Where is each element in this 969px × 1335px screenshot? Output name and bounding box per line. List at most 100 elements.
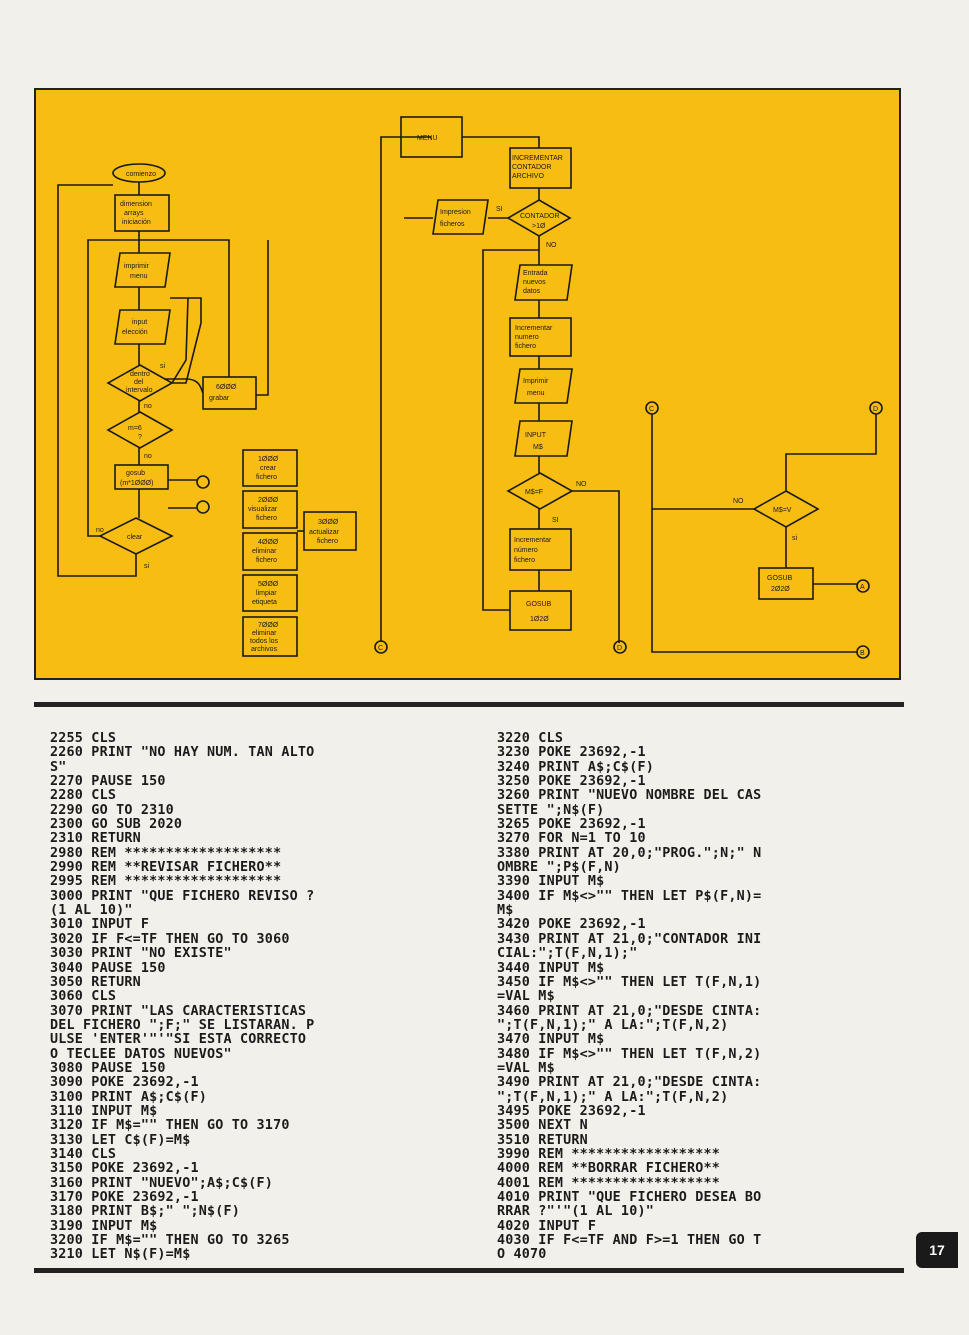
code-line: 3495 POKE 23692,-1 [497, 1103, 646, 1119]
limpiar-l1: 5ØØØ [258, 581, 279, 588]
input-l2: elección [122, 329, 148, 336]
code-line: 3090 POKE 23692,-1 [50, 1075, 199, 1091]
connector-a: A [860, 584, 865, 591]
connector-c-1: C [378, 645, 383, 652]
impresion-l2: ficheros [440, 221, 465, 228]
top-rule [34, 702, 904, 707]
code-line: 3440 INPUT M$ [497, 960, 605, 976]
no-label-1: no [144, 403, 152, 410]
contador-l1: CONTADOR [520, 213, 560, 220]
dentro-l2: del [134, 379, 144, 386]
no-caps-2: NO [576, 481, 587, 488]
code-line: 3510 RETURN [497, 1132, 588, 1148]
dimension-l2: arrays [124, 210, 144, 217]
imprimir2-l2: menu [527, 390, 545, 397]
limpiar-l3: etiqueta [252, 599, 277, 606]
eliminar-l2: eliminar [252, 548, 277, 555]
incr-fichero-l3: fichero [515, 343, 536, 350]
code-line: =VAL M$ [497, 989, 555, 1005]
dimension-l1: dimension [120, 201, 152, 208]
input-m-l1: INPUT [525, 432, 547, 439]
connector-d-1: D [617, 645, 622, 652]
code-line: 3200 IF M$="" THEN GO TO 3265 [50, 1233, 290, 1249]
contador-l2: >1Ø [532, 223, 546, 230]
code-line: DEL FICHERO ";F;" SE LISTARAN. P [50, 1017, 315, 1033]
si-caps-1: SI [496, 206, 503, 213]
code-line: 3070 PRINT "LAS CARACTERISTICAS [50, 1003, 307, 1019]
no-label-3: no [96, 527, 104, 534]
code-line: 3210 LET N$(F)=M$ [50, 1247, 191, 1263]
m6-l2: ? [138, 434, 142, 441]
code-line: 3500 NEXT N [497, 1118, 588, 1134]
code-line: 3150 POKE 23692,-1 [50, 1161, 199, 1177]
code-line: 3260 PRINT "NUEVO NOMBRE DEL CAS [497, 788, 762, 804]
incr-fichero2-l3: fichero [514, 557, 535, 564]
code-line: O TECLEE DATOS NUEVOS" [50, 1046, 232, 1062]
gosub-l1: gosub [126, 470, 145, 477]
entrada-l2: nuevos [523, 279, 546, 286]
connector-c-2: C [649, 406, 654, 413]
impresion-l1: Impresion [440, 209, 471, 216]
code-line: 2280 CLS [50, 788, 117, 804]
code-line: 3470 INPUT M$ [497, 1032, 605, 1048]
imprimir2-l1: Imprimir [523, 378, 549, 385]
code-line: 3160 PRINT "NUEVO";A$;C$(F) [50, 1175, 274, 1191]
code-line: 3180 PRINT B$;" ";N$(F) [50, 1204, 241, 1220]
msv-label: M$=V [773, 507, 792, 514]
imprimir-l2: menu [130, 273, 148, 280]
code-line: 3420 POKE 23692,-1 [497, 917, 646, 933]
code-line: 3990 REM ****************** [497, 1146, 721, 1162]
code-line: 3100 PRINT A$;C$(F) [50, 1089, 207, 1105]
incr-fichero-l1: Incrementar [515, 325, 553, 332]
actualizar-l1: 3ØØØ [318, 519, 339, 526]
flowchart: comienzo dimension arrays iniciación imp… [57, 116, 883, 659]
visualizar-l2: visualizar [248, 506, 278, 513]
dentro-l1: dentro [130, 371, 150, 378]
crear-l1: 1ØØØ [258, 456, 279, 463]
dentro-l3: intervalo [126, 387, 153, 394]
code-line: 3170 POKE 23692,-1 [50, 1190, 199, 1205]
code-line: 3270 FOR N=1 TO 10 [497, 831, 646, 847]
page-number: 17 [916, 1232, 958, 1268]
code-line: 3080 PAUSE 150 [50, 1060, 166, 1076]
visualizar-l3: fichero [256, 515, 277, 522]
code-line: CIAL:";T(F,N,1);" [497, 946, 638, 962]
imprimir-l1: imprimir [124, 263, 150, 270]
todos-l1: 7ØØØ [258, 622, 279, 629]
code-line: OMBRE ";P$(F,N) [497, 860, 621, 876]
code-line: 3250 POKE 23692,-1 [497, 774, 646, 790]
code-line: 3390 INPUT M$ [497, 874, 605, 890]
code-line: 3460 PRINT AT 21,0;"DESDE CINTA: [497, 1003, 762, 1019]
code-line: O 4070 [497, 1247, 547, 1263]
code-line: 2990 REM **REVISAR FICHERO** [50, 860, 282, 876]
code-line: ULSE 'ENTER'"'"SI ESTA CORRECTO [50, 1032, 307, 1048]
code-line: 3140 CLS [50, 1146, 117, 1162]
code-line: 4000 REM **BORRAR FICHERO** [497, 1161, 721, 1177]
code-line: 2260 PRINT "NO HAY NUM. TAN ALTO [50, 745, 315, 761]
code-line: 3050 RETURN [50, 974, 141, 990]
code-line: 3400 IF M$<>"" THEN LET P$(F,N)= [497, 888, 762, 904]
entrada-l1: Entrada [523, 270, 548, 277]
code-line: 3010 INPUT F [50, 917, 150, 933]
gosub2020-l2: 2Ø2Ø [771, 586, 790, 593]
connector-d-2: D [873, 406, 878, 413]
gosub1020-l1: GOSUB [526, 601, 552, 608]
code-line: 4030 IF F<=TF AND F>=1 THEN GO T [497, 1233, 762, 1249]
code-line: 3000 PRINT "QUE FICHERO REVISO ? [50, 888, 315, 904]
code-line: 2995 REM ******************* [50, 874, 282, 890]
code-line: 3020 IF F<=TF THEN GO TO 3060 [50, 931, 290, 947]
m6-l1: m=6 [128, 425, 142, 432]
code-line: 2300 GO SUB 2020 [50, 817, 183, 833]
flowchart-panel: comienzo dimension arrays iniciación imp… [34, 88, 901, 680]
grabar-l2: grabar [209, 395, 230, 402]
code-line: 4020 INPUT F [497, 1218, 597, 1234]
crear-l2: crear [260, 465, 277, 472]
code-line: 3480 IF M$<>"" THEN LET T(F,N,2) [497, 1046, 762, 1062]
input-m-l2: M$ [533, 444, 543, 451]
crear-l3: fichero [256, 474, 277, 481]
code-line: 3060 CLS [50, 989, 117, 1005]
code-line: 3120 IF M$="" THEN GO TO 3170 [50, 1118, 290, 1134]
code-line: 3265 POKE 23692,-1 [497, 817, 646, 833]
gosub2020-l1: GOSUB [767, 575, 793, 582]
